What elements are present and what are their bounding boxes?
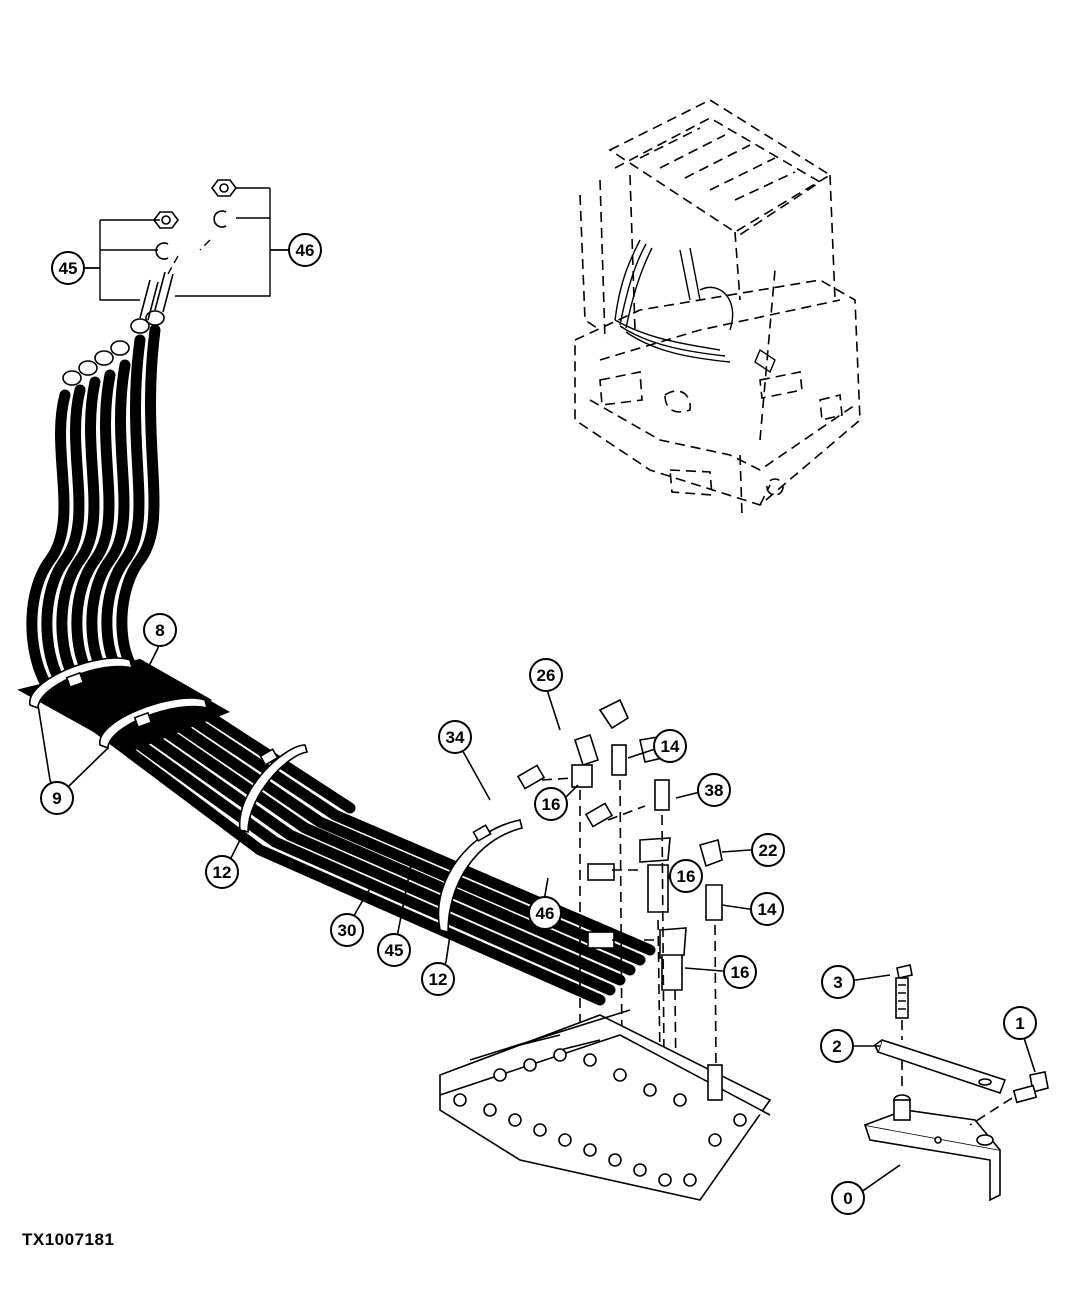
callout-circle [751, 833, 785, 867]
callout-circle [528, 896, 562, 930]
callout-circle [1003, 1006, 1037, 1040]
callout-label: 34 [446, 728, 465, 747]
callout-label: 46 [296, 241, 315, 260]
callout-16: 16 [684, 955, 757, 989]
callout-14: 14 [721, 892, 784, 926]
callout-0: 0 [831, 1164, 901, 1215]
callout-label: 45 [385, 941, 404, 960]
callout-34: 34 [438, 720, 491, 801]
callout-label: 14 [661, 737, 680, 756]
callout-circle [750, 892, 784, 926]
callout-45: 45 [377, 859, 413, 967]
callout-circle [669, 859, 703, 893]
bracket-dashed-lines [901, 1020, 1013, 1126]
callout-label: 16 [731, 963, 750, 982]
control-valve [439, 1009, 772, 1201]
callout-label: 38 [705, 781, 724, 800]
machine-outline [574, 99, 861, 516]
callout-label: 30 [338, 921, 357, 940]
callout-circle [143, 613, 177, 647]
callout-label: 1 [1015, 1014, 1024, 1033]
callout-circle [831, 1181, 865, 1215]
callout-circle [40, 781, 74, 815]
callout-circle [821, 965, 855, 999]
callout-label: 22 [759, 841, 778, 860]
callout-circle [529, 658, 563, 692]
hose-end-fittings [62, 271, 174, 386]
callout-8: 8 [143, 613, 177, 669]
callout-30: 30 [330, 884, 373, 947]
bracket-lines [80, 187, 290, 301]
callout-circle [421, 962, 455, 996]
callout-3: 3 [821, 965, 891, 999]
mounting-bracket [863, 964, 1049, 1202]
callout-38: 38 [675, 773, 731, 807]
callout-1: 1 [1003, 1006, 1037, 1073]
callout-circle [723, 955, 757, 989]
callout-16: 16 [534, 784, 579, 821]
callout-circle [697, 773, 731, 807]
callout-9: 9 [37, 704, 109, 815]
hose-bundle [26, 324, 656, 1006]
callout-46: 46 [270, 233, 322, 267]
callout-circle [51, 251, 85, 285]
assembly-dashed-lines [541, 777, 717, 1081]
callout-label: 9 [52, 789, 61, 808]
callout-14: 14 [627, 729, 687, 763]
callout-label: 0 [843, 1189, 852, 1208]
callout-circle [534, 787, 568, 821]
callout-46: 46 [528, 877, 562, 930]
callout-22: 22 [721, 833, 785, 867]
callout-label: 8 [155, 621, 164, 640]
callout-2: 2 [820, 1029, 880, 1063]
callout-circle [288, 233, 322, 267]
nuts-and-washers [153, 179, 237, 260]
hose-clamps [29, 657, 523, 934]
callout-label: 26 [537, 666, 556, 685]
callout-circle [377, 933, 411, 967]
callout-label: 16 [542, 795, 561, 814]
callout-label: 12 [213, 863, 232, 882]
callout-45: 45 [51, 251, 100, 285]
callout-label: 14 [758, 900, 777, 919]
callout-circle [820, 1029, 854, 1063]
callout-label: 46 [536, 904, 555, 923]
operator-station-hoses [614, 239, 776, 374]
callout-label: 45 [59, 259, 78, 278]
callout-12: 12 [421, 934, 455, 996]
callout-label: 16 [677, 867, 696, 886]
callout-26: 26 [529, 658, 563, 731]
figure-id: TX1007181 [22, 1230, 114, 1249]
callout-circle [205, 855, 239, 889]
callout-label: 2 [832, 1037, 841, 1056]
callout-circle [653, 729, 687, 763]
callout-label: 12 [429, 970, 448, 989]
callout-16: 16 [667, 859, 703, 893]
callout-12: 12 [205, 829, 246, 889]
hose-fittings-right [516, 698, 723, 991]
callout-circle [330, 913, 364, 947]
callout-label: 3 [833, 973, 842, 992]
callout-circle [438, 720, 472, 754]
